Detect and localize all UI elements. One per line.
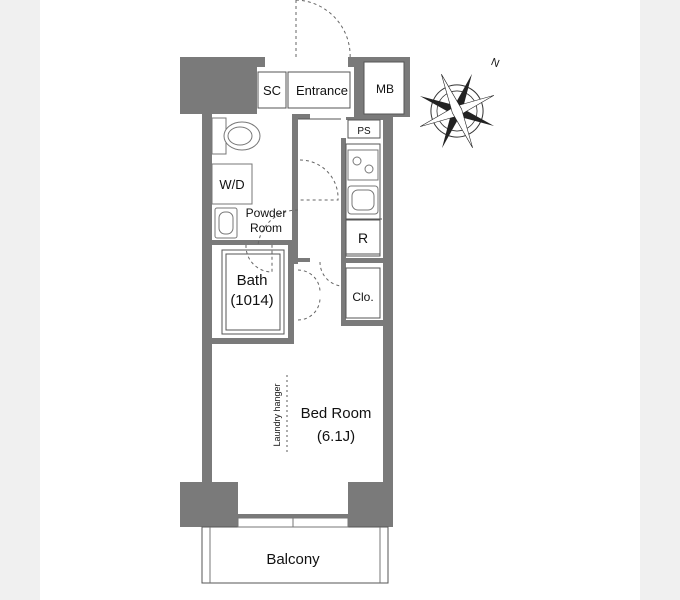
pipe-space-box	[347, 119, 381, 139]
shoe-closet-label: SC	[263, 83, 281, 98]
meter-box-label: MB	[376, 82, 394, 96]
toilet-seat	[227, 126, 253, 146]
laundry-hanger-label: Laundry hanger	[272, 383, 282, 446]
floor-plan: SC Entrance MB PS W/D Powder Room Bath (…	[180, 0, 501, 584]
washer-space	[211, 163, 253, 205]
bed-room-label-line2: (6.1J)	[317, 428, 355, 445]
burner-icon	[364, 164, 374, 174]
floor-plan-canvas: SC Entrance MB PS W/D Powder Room Bath (…	[40, 0, 640, 600]
powder-room-label-line2: Room	[250, 221, 282, 235]
bath-label-line2: (1014)	[230, 292, 273, 309]
closet-label: Clo.	[352, 290, 373, 304]
entrance-door	[295, 0, 351, 61]
fixtures	[201, 117, 389, 584]
pipe-space-label: PS	[357, 126, 371, 137]
washer-label: W/D	[219, 177, 244, 192]
powder-room-label-line1: Powder	[246, 206, 287, 220]
refrigerator-label: R	[358, 230, 368, 246]
room-labels: SC Entrance MB PS W/D Powder Room Bath (…	[219, 56, 501, 568]
shoe-closet-box	[257, 71, 287, 109]
balcony-area	[201, 526, 389, 584]
bed-room-label-line1: Bed Room	[301, 405, 372, 422]
bath-label-line1: Bath	[237, 272, 268, 289]
compass-north-label: N	[489, 56, 501, 70]
door-swings	[245, 0, 351, 321]
compass-rose-icon	[419, 73, 495, 149]
burner-icon	[352, 156, 362, 166]
entrance-label: Entrance	[296, 83, 348, 98]
entrance-box	[287, 71, 351, 109]
balcony-label: Balcony	[266, 551, 320, 568]
meter-box	[363, 61, 405, 115]
